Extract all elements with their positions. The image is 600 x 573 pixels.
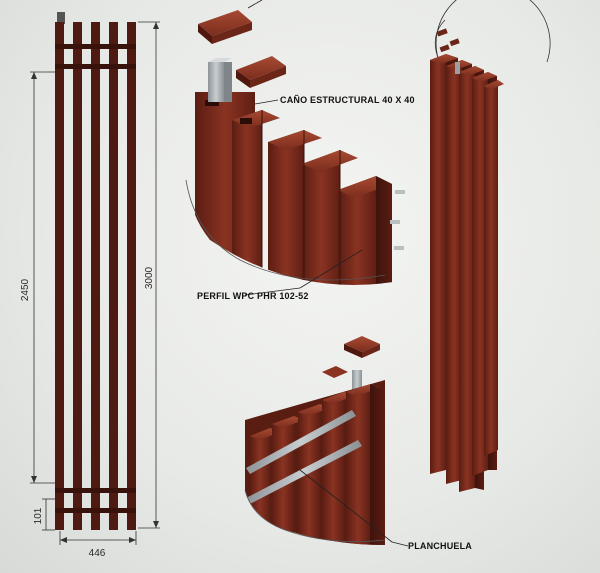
- bottom-rail: [55, 488, 136, 493]
- callout-wpc-profile: PERFIL WPC PHR 102-52: [197, 291, 309, 301]
- slat: [109, 22, 118, 530]
- dim-101: 101: [33, 507, 44, 524]
- slat: [91, 22, 100, 530]
- dim-3000: 3000: [144, 266, 155, 289]
- dim-2450: 2450: [20, 278, 31, 301]
- slat: [127, 22, 136, 530]
- steel-post: [352, 370, 362, 400]
- bottom-rail: [55, 508, 136, 513]
- top-rail: [55, 64, 136, 69]
- slat: [55, 22, 64, 530]
- post-cap-top: [57, 12, 65, 24]
- steel-tube: [208, 62, 224, 102]
- callout-structural-tube: CAÑO ESTRUCTURAL 40 X 40: [280, 95, 415, 105]
- top-rail: [55, 44, 136, 49]
- top-section-detail: CAÑO ESTRUCTURAL 40 X 40 PERFIL WPC PHR …: [185, 0, 415, 301]
- isometric-panel: [430, 0, 551, 492]
- slat: [73, 22, 82, 530]
- dimension-lines: [30, 21, 160, 545]
- bottom-section-detail: PLANCHUELA: [244, 336, 472, 551]
- front-elevation: 2450 3000 101 446: [20, 12, 160, 559]
- dim-446: 446: [89, 548, 106, 559]
- callout-planchuela: PLANCHUELA: [408, 541, 472, 551]
